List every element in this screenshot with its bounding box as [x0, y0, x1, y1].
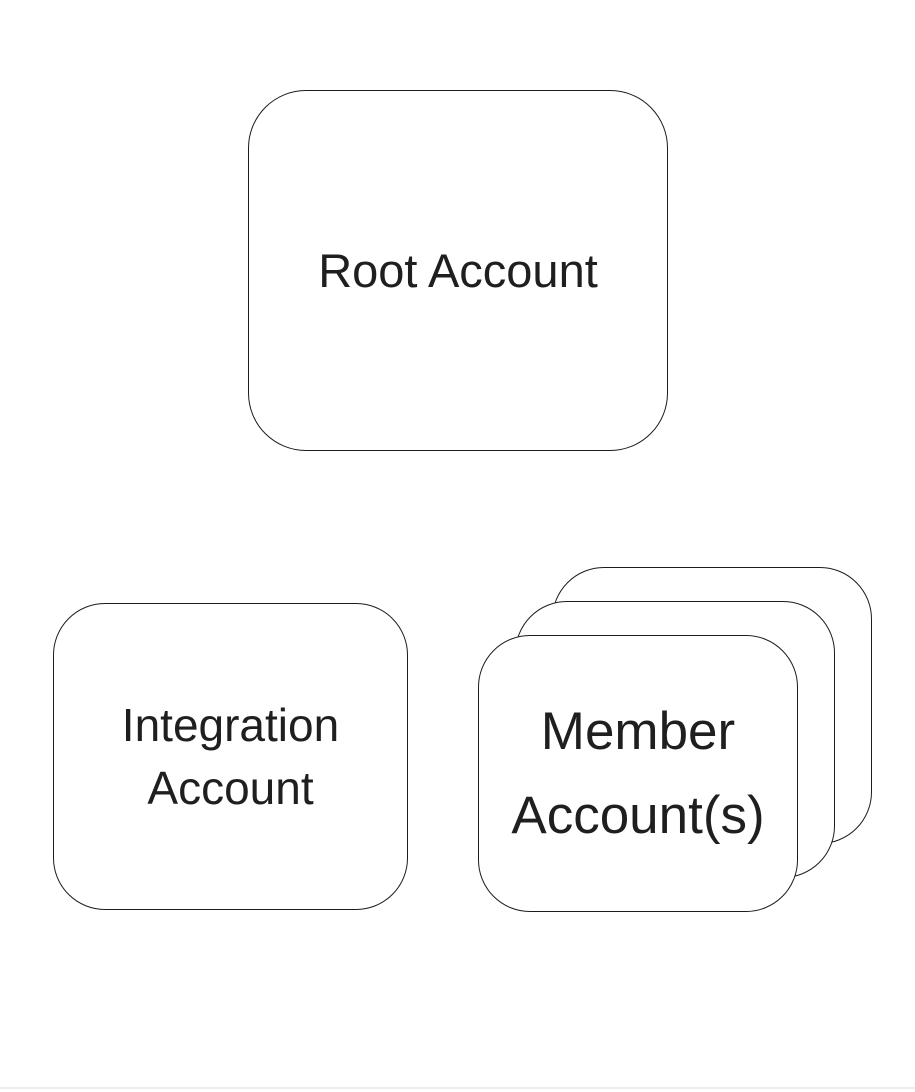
node-integration-account: Integration Account — [53, 603, 408, 910]
integration-account-label-line2: Account — [147, 761, 314, 814]
integration-account-label-line1: Integration — [121, 699, 340, 752]
bottom-divider — [0, 1087, 915, 1089]
member-accounts-label-line2: Account(s) — [511, 785, 765, 845]
member-accounts-label-line1: Member — [540, 701, 736, 761]
node-root-account: Root Account — [248, 90, 668, 451]
root-account-label: Root Account — [318, 243, 598, 297]
node-member-accounts: Member Account(s) — [478, 635, 798, 912]
